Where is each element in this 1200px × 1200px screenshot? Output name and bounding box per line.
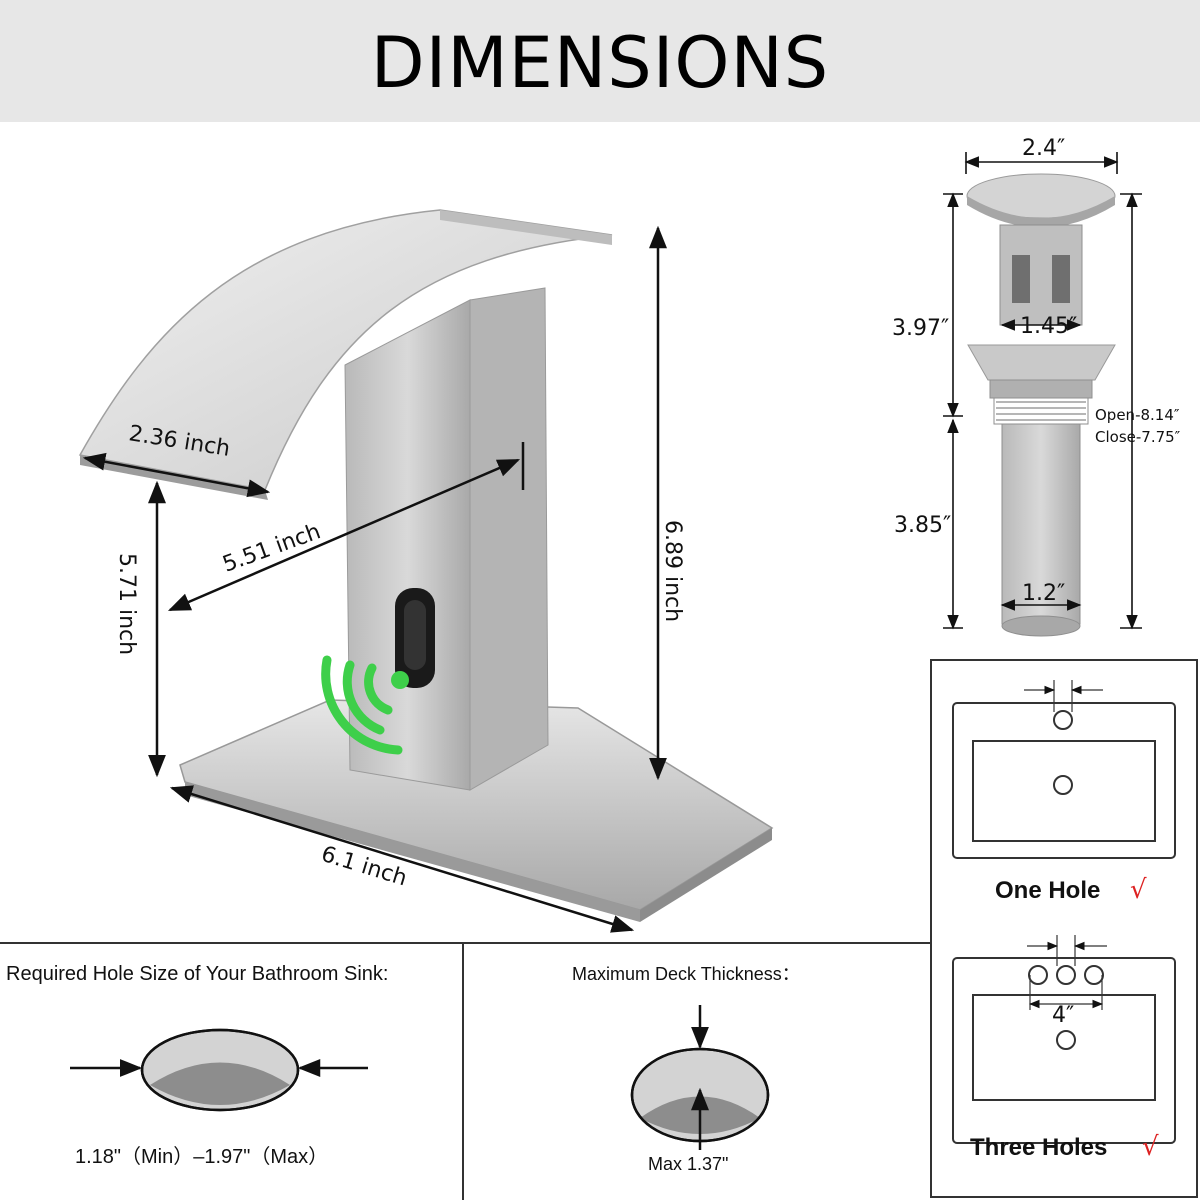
three-holes-check-icon: √ xyxy=(1142,1132,1159,1162)
hole-size-heading: Required Hole Size of Your Bathroom Sink… xyxy=(6,963,388,985)
sensor-wave-icon xyxy=(321,655,409,755)
hole-size-range: 1.18"（Min）–1.97"（Max） xyxy=(75,1145,328,1168)
drain-dimension-lines xyxy=(943,152,1142,630)
drain-tail-width-label: 1.2″ xyxy=(1022,581,1065,606)
drain-open-length-label: Open-8.14″ xyxy=(1095,406,1180,424)
drain-lower-height-label: 3.85″ xyxy=(894,513,951,538)
hole-spread-label: 4″ xyxy=(1052,1003,1074,1028)
one-hole-label: One Hole xyxy=(995,877,1100,904)
title-banner: DIMENSIONS xyxy=(0,0,1200,122)
drain-body-width-label: 1.45″ xyxy=(1020,314,1077,339)
three-holes-label: Three Holes xyxy=(970,1134,1107,1161)
drain-close-length-label: Close-7.75″ xyxy=(1095,428,1181,446)
total-height-label: 6.89 inch xyxy=(660,520,685,622)
page-title: DIMENSIONS xyxy=(370,22,830,104)
installation-panel xyxy=(930,659,1198,1198)
one-hole-check-icon: √ xyxy=(1130,875,1147,905)
bottom-panels-frame xyxy=(0,942,931,1200)
drain-illustration xyxy=(966,173,1116,637)
faucet-dimension-lines xyxy=(82,225,667,933)
deck-max-label: Max 1.37" xyxy=(648,1154,728,1174)
deck-heading: Maximum Deck Thickness： xyxy=(572,964,800,984)
deck-thickness-panel: Maximum Deck Thickness： Max 1.37" xyxy=(572,964,800,1174)
drain-cap-width-label: 2.4″ xyxy=(1022,136,1065,161)
spout-height-label: 5.71 inch xyxy=(114,553,139,655)
reach-label: 5.51 inch xyxy=(220,519,324,577)
drain-upper-height-label: 3.97″ xyxy=(892,316,949,341)
hole-size-panel: Required Hole Size of Your Bathroom Sink… xyxy=(6,963,388,1168)
